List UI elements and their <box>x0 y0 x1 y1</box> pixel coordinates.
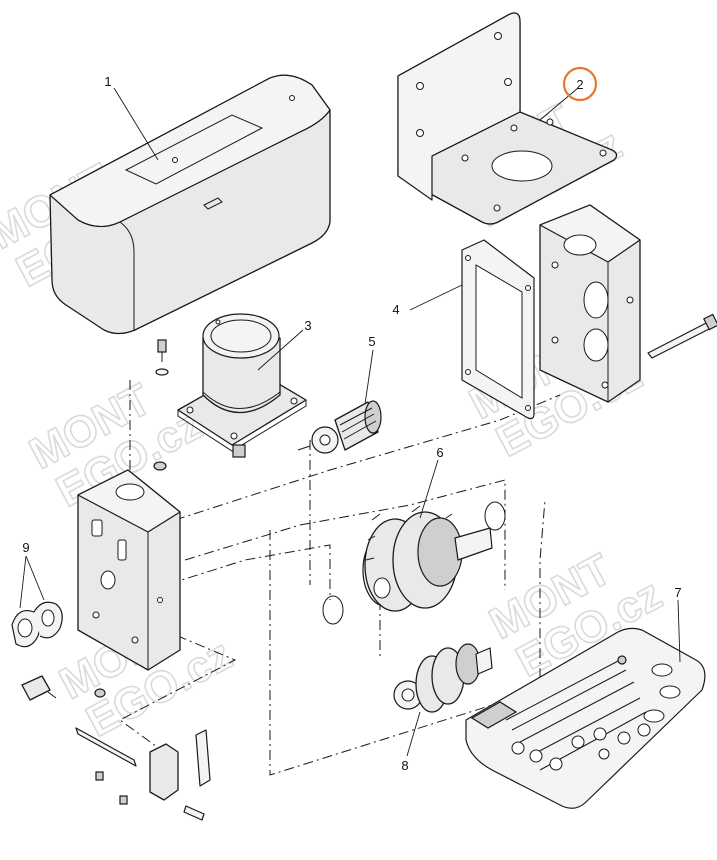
part-pinion <box>297 400 382 454</box>
part-cover <box>49 74 331 335</box>
part-microswitch <box>21 675 106 701</box>
callout-7: 7 <box>674 585 681 600</box>
callout-2: 2 <box>576 77 583 92</box>
callout-6: 6 <box>436 445 443 460</box>
part-seals <box>11 601 63 648</box>
part-motor <box>177 313 307 458</box>
callout-4: 4 <box>392 302 399 317</box>
part-long-bolt <box>647 313 717 359</box>
callout-2-highlight <box>562 66 598 102</box>
callout-9: 9 <box>22 540 29 555</box>
part-gasket <box>461 239 535 420</box>
part-gear-shaft <box>322 501 506 625</box>
callout-labels: 1 2 3 4 5 6 7 8 9 <box>22 66 682 773</box>
callout-5: 5 <box>368 334 375 349</box>
part-motor-bolt <box>153 339 169 471</box>
part-gearbox-housing <box>539 204 641 403</box>
part-bracket <box>397 12 618 225</box>
callout-1: 1 <box>104 74 111 89</box>
part-hardware-kit <box>465 627 706 809</box>
part-limit-bracket <box>75 727 211 821</box>
part-small-gear <box>393 643 493 713</box>
part-front-case <box>77 469 181 671</box>
callout-8: 8 <box>401 758 408 773</box>
callout-3: 3 <box>304 318 311 333</box>
callout-leaders <box>19 87 681 757</box>
